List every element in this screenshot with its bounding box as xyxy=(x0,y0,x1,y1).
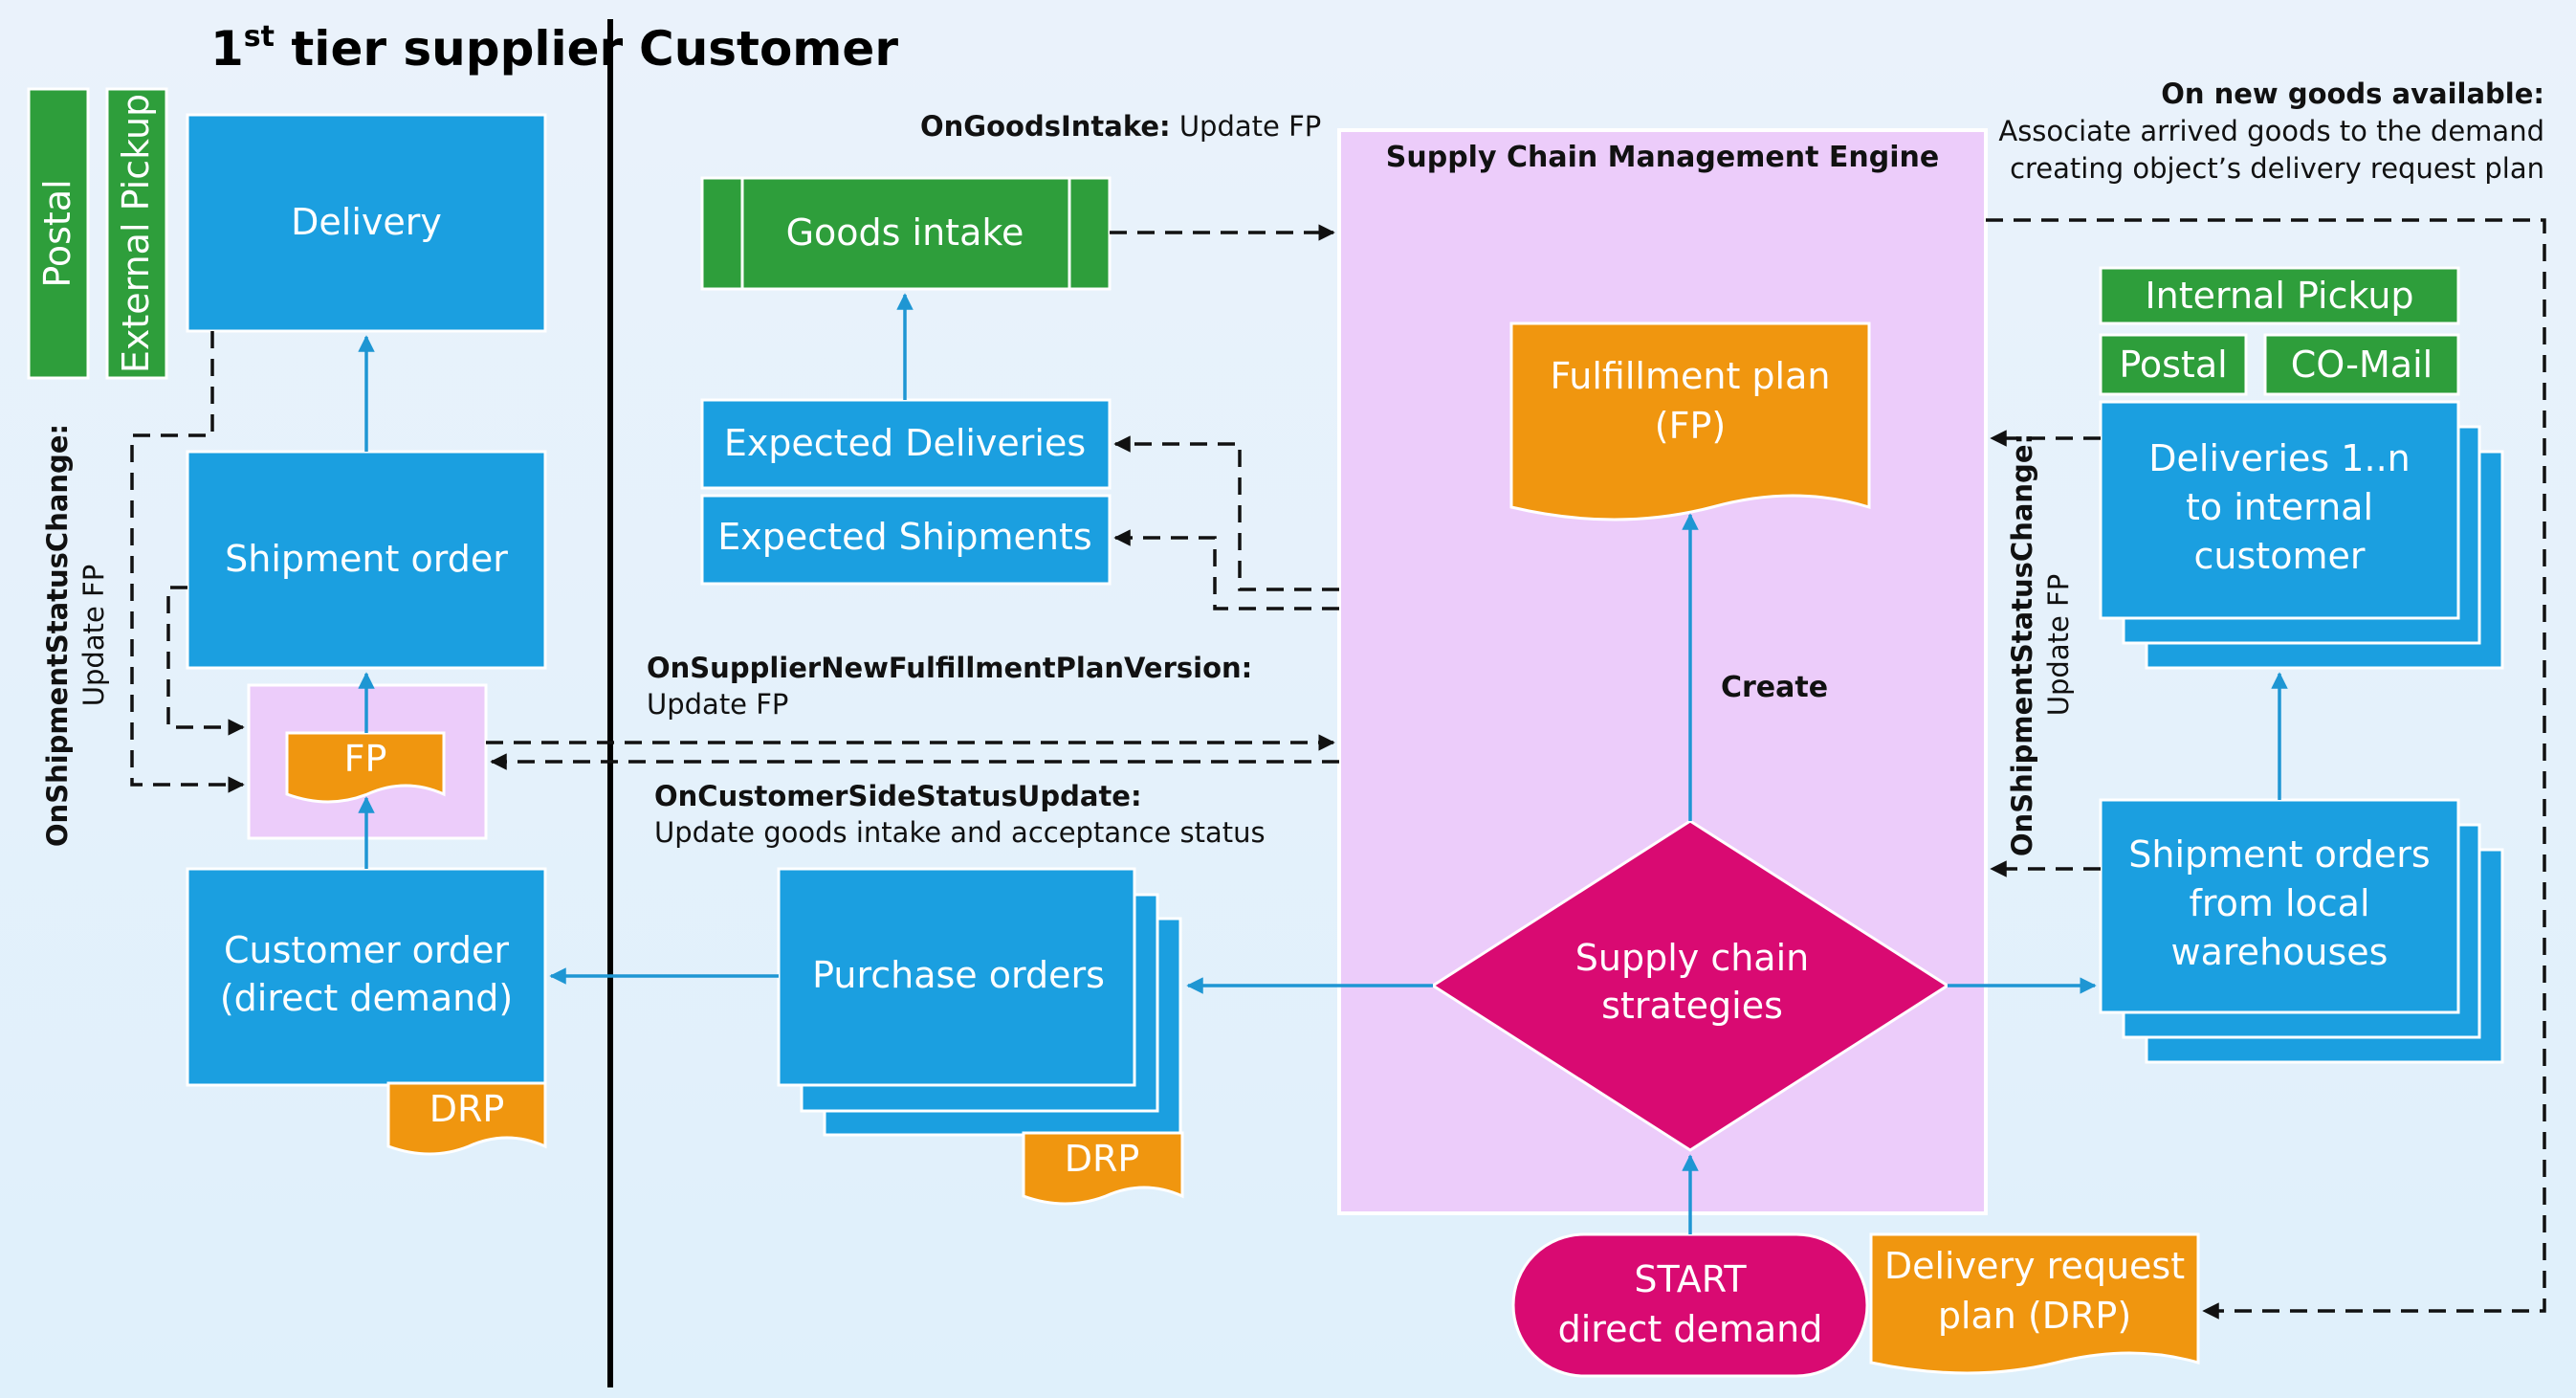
create-label: Create xyxy=(1721,671,1828,704)
postal-right-label: Postal xyxy=(2119,344,2227,386)
customer-order-label: Customer order(direct demand) xyxy=(220,929,513,1019)
fulfillment-plan-label: Fulfillment plan(FP) xyxy=(1551,355,1831,447)
internal-pickup-box xyxy=(2099,266,2460,325)
goods-intake-label: Goods intake xyxy=(786,211,1024,254)
scm-engine-area xyxy=(1337,128,1988,1215)
drp-left-document xyxy=(386,1081,547,1156)
co-mail-box xyxy=(2263,333,2460,396)
supply-chain-strategies-diamond xyxy=(1430,819,1950,1152)
customer-status-annotation: OnCustomerSideStatusUpdate:Update goods … xyxy=(654,780,1266,849)
expected-deliveries-label: Expected Deliveries xyxy=(724,422,1086,464)
co-mail-label: CO-Mail xyxy=(2291,344,2433,386)
delivery-box xyxy=(186,113,547,333)
fp-small-document xyxy=(285,731,446,804)
expected-shipments-box xyxy=(700,494,1112,586)
delivery-label: Delivery xyxy=(291,201,442,243)
internal-pickup-label: Internal Pickup xyxy=(2145,275,2413,317)
start-terminator xyxy=(1511,1232,1869,1378)
dash-engine-to-expected-shipments xyxy=(1113,529,1339,610)
external-pickup-box xyxy=(105,87,168,380)
shipment-order-label: Shipment order xyxy=(225,538,508,580)
drp-middle-document xyxy=(1022,1131,1184,1206)
drp-left-label: DRP xyxy=(429,1088,505,1130)
postal-left-label: Postal xyxy=(36,179,78,287)
dash-shipment-to-fp xyxy=(166,586,245,736)
expected-deliveries-box xyxy=(700,398,1112,490)
drp-middle-label: DRP xyxy=(1065,1138,1140,1180)
fp-small-label: FP xyxy=(344,738,387,780)
customer-lane-title: Customer xyxy=(639,21,898,77)
dash-engine-to-expected-deliveries xyxy=(1113,435,1339,591)
goods-intake-box xyxy=(700,176,1112,291)
purchase-orders-label: Purchase orders xyxy=(812,954,1105,996)
expected-shipments-label: Expected Shipments xyxy=(717,516,1091,558)
drp-plan-document xyxy=(1869,1232,2200,1375)
deliveries-box xyxy=(2099,400,2460,620)
shipment-status-left-annotation: OnShipmentStatusChange:Update FP xyxy=(41,424,110,847)
engine-title: Supply Chain Management Engine xyxy=(1386,141,1939,174)
supplier-lane-title: 1st tier supplier xyxy=(210,20,624,77)
fulfillment-plan-document xyxy=(1509,322,1871,521)
supplier-fp-version-annotation: OnSupplierNewFulfillmentPlanVersion:Upda… xyxy=(647,652,1252,721)
dash-engine-to-drp-plan xyxy=(1986,218,2546,1320)
shipment-orders-box xyxy=(2099,798,2460,1014)
external-pickup-label: External Pickup xyxy=(115,94,157,373)
postal-left-box xyxy=(27,87,90,380)
purchase-orders-box xyxy=(777,867,1136,1087)
postal-right-box xyxy=(2099,333,2248,396)
on-goods-intake-annotation: OnGoodsIntake: Update FP xyxy=(920,110,1321,143)
dash-delivery-to-fp xyxy=(130,331,245,793)
shipment-order-box xyxy=(186,450,547,670)
shipment-status-right-annotation: OnShipmentStatusChange:Update FP xyxy=(2006,433,2075,856)
on-new-goods-annotation: On new goods available:Associate arrived… xyxy=(1998,78,2544,185)
